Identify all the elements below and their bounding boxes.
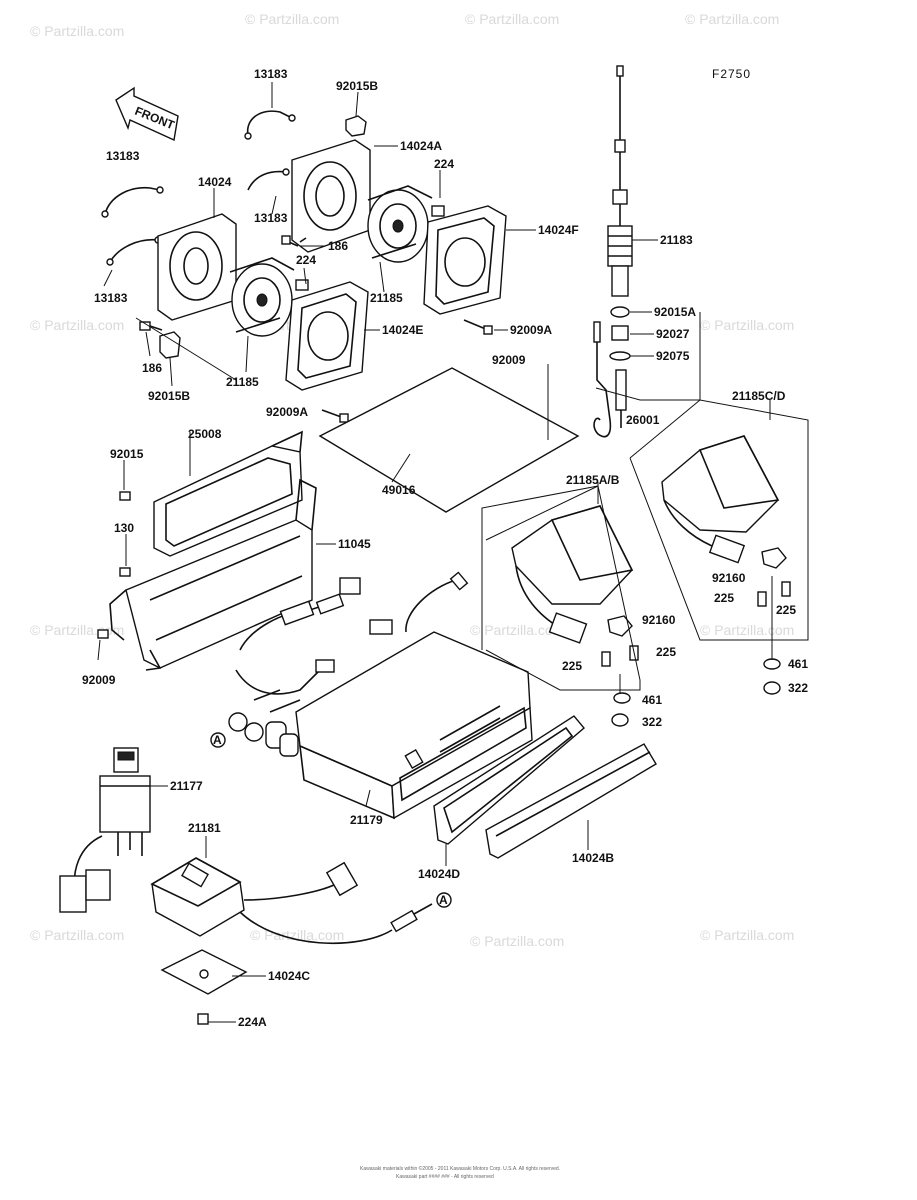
label-92015: 92015 bbox=[110, 447, 144, 461]
label-25008: 25008 bbox=[188, 427, 222, 441]
label-13183-c: 13183 bbox=[254, 211, 288, 225]
label-461-mid: 461 bbox=[642, 693, 662, 707]
label-13183-d: 13183 bbox=[94, 291, 128, 305]
label-21183: 21183 bbox=[660, 233, 693, 247]
speaker-assembly-front bbox=[101, 186, 369, 423]
label-14024D: 14024D bbox=[418, 867, 460, 881]
label-224A: 224A bbox=[238, 1015, 267, 1029]
module-21181 bbox=[150, 857, 433, 1025]
watermark-13: © Partzilla.com bbox=[470, 933, 564, 949]
watermark-8: © Partzilla.com bbox=[30, 622, 124, 638]
label-49016: 49016 bbox=[382, 483, 416, 497]
antenna-assembly bbox=[593, 65, 633, 438]
part-labels: 13183 92015B 14024A 224 13183 14024 1318… bbox=[82, 67, 808, 1029]
radio-unit-21179 bbox=[228, 571, 533, 820]
label-186-bottom: 186 bbox=[142, 361, 162, 375]
label-21185AB: 21185A/B bbox=[566, 473, 620, 487]
label-92009-top: 92009 bbox=[492, 353, 526, 367]
label-461-right: 461 bbox=[788, 657, 808, 671]
label-92009-bottom: 92009 bbox=[82, 673, 116, 687]
label-13183-b: 13183 bbox=[106, 149, 140, 163]
watermark-2: © Partzilla.com bbox=[245, 11, 339, 27]
label-21185-top: 21185 bbox=[370, 291, 403, 305]
label-92160-right: 92160 bbox=[712, 571, 746, 585]
label-11045: 11045 bbox=[338, 537, 371, 551]
label-92160-mid: 92160 bbox=[642, 613, 676, 627]
footer-line-1: Kawasaki materials within ©2005 - 2011 K… bbox=[360, 1165, 560, 1172]
watermark-5: © Partzilla.com bbox=[30, 317, 124, 333]
label-224-mid: 224 bbox=[296, 253, 316, 267]
label-130: 130 bbox=[114, 521, 134, 535]
label-13183-a: 13183 bbox=[254, 67, 288, 81]
cover-21185AB bbox=[511, 505, 639, 727]
watermarks: © Partzilla.com © Partzilla.com © Partzi… bbox=[30, 11, 794, 949]
front-arrow: FRONT bbox=[115, 86, 179, 142]
ref-a-left: A bbox=[213, 733, 222, 747]
footer-line-2: Kawasaki part #### ### - All rights rese… bbox=[396, 1174, 494, 1180]
label-92075: 92075 bbox=[656, 349, 690, 363]
label-14024A: 14024A bbox=[400, 139, 442, 153]
label-225-mid-1: 225 bbox=[656, 645, 676, 659]
label-225-mid-2: 225 bbox=[562, 659, 582, 673]
ref-a-right: A bbox=[439, 893, 448, 907]
label-21179: 21179 bbox=[350, 813, 383, 827]
label-21181: 21181 bbox=[188, 821, 221, 835]
pad-49016 bbox=[318, 367, 580, 513]
label-14024B: 14024B bbox=[572, 851, 614, 865]
watermark-4: © Partzilla.com bbox=[685, 11, 779, 27]
label-92015B-top: 92015B bbox=[336, 79, 378, 93]
label-26001: 26001 bbox=[626, 413, 660, 427]
label-186-top: 186 bbox=[328, 239, 348, 253]
watermark-12: © Partzilla.com bbox=[250, 927, 344, 943]
label-225-right-1: 225 bbox=[714, 591, 734, 605]
label-224-top: 224 bbox=[434, 157, 454, 171]
label-92015A: 92015A bbox=[654, 305, 696, 319]
ref-a-markers: A A bbox=[210, 732, 452, 908]
label-14024F: 14024F bbox=[538, 223, 579, 237]
watermark-3: © Partzilla.com bbox=[465, 11, 559, 27]
diagram-code: F2750 bbox=[712, 67, 751, 81]
cover-21185CD bbox=[661, 435, 791, 695]
watermark-7: © Partzilla.com bbox=[700, 317, 794, 333]
label-21185-bottom: 21185 bbox=[226, 375, 259, 389]
watermark-9: © Partzilla.com bbox=[470, 622, 564, 638]
face-covers bbox=[433, 715, 657, 859]
label-92009A-bottom: 92009A bbox=[266, 405, 308, 419]
switch-21177 bbox=[59, 747, 151, 913]
leader-lines bbox=[97, 82, 809, 1023]
watermark-11: © Partzilla.com bbox=[30, 927, 124, 943]
label-14024E: 14024E bbox=[382, 323, 423, 337]
label-225-right-2: 225 bbox=[776, 603, 796, 617]
label-14024C: 14024C bbox=[268, 969, 310, 983]
speaker-assembly-rear bbox=[244, 110, 507, 335]
label-322-right: 322 bbox=[788, 681, 808, 695]
label-14024: 14024 bbox=[198, 175, 232, 189]
label-92015B-bottom: 92015B bbox=[148, 389, 190, 403]
watermark-1: © Partzilla.com bbox=[30, 23, 124, 39]
label-92027: 92027 bbox=[656, 327, 690, 341]
label-322-mid: 322 bbox=[642, 715, 662, 729]
watermark-10: © Partzilla.com bbox=[700, 622, 794, 638]
label-21185CD: 21185C/D bbox=[732, 389, 786, 403]
mount-bracket bbox=[97, 430, 317, 671]
label-92009A-top: 92009A bbox=[510, 323, 552, 337]
watermark-14: © Partzilla.com bbox=[700, 927, 794, 943]
label-21177: 21177 bbox=[170, 779, 203, 793]
